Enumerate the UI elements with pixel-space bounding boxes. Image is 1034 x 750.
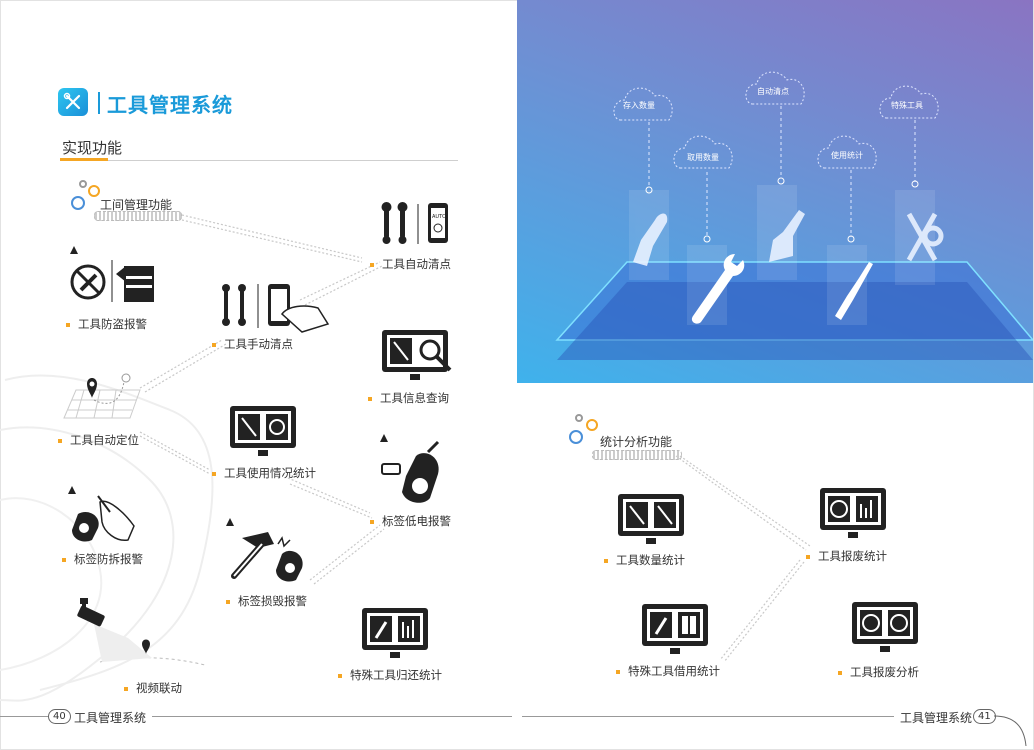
camera-icon: [77, 598, 152, 662]
item-info-query: 工具信息查询: [368, 390, 449, 406]
monitor-stats-icon: [230, 406, 296, 456]
stats-head-dots: [592, 450, 682, 460]
cloud-stored-count: 存入数量: [623, 101, 655, 110]
footer-line-left-start: [0, 716, 48, 717]
item-return-stats: 特殊工具归还统计: [338, 667, 442, 683]
footer-line-left: [152, 716, 512, 717]
footer-title-right: 工具管理系统: [900, 711, 973, 725]
map-pin-icon: [63, 373, 141, 419]
stats-item-scrap-analysis: 工具报废分析: [838, 664, 919, 680]
monitor-search-icon: [382, 330, 452, 380]
stats-item-borrow: 特殊工具借用统计: [616, 663, 720, 679]
footer-title-left: 工具管理系统: [74, 711, 147, 725]
section-title: 实现功能: [62, 139, 123, 157]
item-manual-count: 工具手动清点: [212, 336, 293, 352]
func-head-workshop: 工间管理功能: [100, 198, 173, 212]
monitor-scrap-stats-icon: [820, 488, 886, 538]
brush-icon: [769, 210, 805, 262]
cloud-usage-stats: 使用统计: [831, 151, 863, 160]
scissors-icon: [906, 212, 944, 262]
knife-icon: [633, 213, 668, 266]
func-head-dots: [94, 211, 182, 221]
monitor-return-icon: [362, 608, 428, 658]
item-video-link: 视频联动: [124, 680, 182, 696]
logo-icon: [58, 88, 88, 116]
monitor-borrow-icon: [642, 604, 708, 654]
screwdriver-icon: [835, 262, 873, 320]
cloud-special-tools: 特殊工具: [891, 101, 923, 110]
stats-gears-icon: [569, 414, 598, 444]
title-divider: [98, 92, 100, 114]
item-auto-locate: 工具自动定位: [58, 432, 139, 448]
item-auto-count: 工具自动清点: [370, 256, 451, 272]
gears-icon: [71, 180, 100, 210]
item-anti-theft: 工具防盗报警: [66, 316, 147, 332]
hero-scene: [555, 71, 1033, 360]
footer-curve: [994, 715, 1027, 747]
monitor-scrap-analysis-icon: [852, 602, 918, 652]
connector-lines: [99, 214, 385, 666]
hero-illustration: 存入数量 自动清点 特殊工具 取用数量 使用统计: [517, 0, 1033, 383]
item-damage-alarm: 标签损毁报警: [226, 593, 307, 609]
page-number-right: 41: [973, 709, 996, 724]
page-number-left: 40: [48, 709, 71, 724]
item-usage-stats: 工具使用情况统计: [212, 465, 316, 481]
cloud-taken-count: 取用数量: [687, 153, 719, 162]
manual-count-icon: [222, 284, 330, 333]
stats-item-scrap: 工具报废统计: [806, 548, 887, 564]
wrench-icon: [691, 254, 745, 324]
cloud-auto-count: 自动清点: [757, 87, 789, 96]
footer-line-right: [522, 716, 894, 717]
hammer-tag-icon: [226, 518, 303, 582]
tag-battery-icon: [380, 434, 440, 503]
wrench-phone-icon: AUTO: [381, 202, 448, 244]
section-line: [108, 160, 458, 161]
page-title: 工具管理系统: [107, 93, 233, 117]
stats-item-count: 工具数量统计: [604, 552, 685, 568]
svg-text:AUTO: AUTO: [432, 214, 446, 220]
item-tamper-alarm: 标签防拆报警: [62, 551, 143, 567]
func-head-stats: 统计分析功能: [600, 435, 673, 449]
tag-tamper-icon: [68, 486, 135, 542]
monitor-count-icon: [618, 494, 684, 544]
item-low-battery: 标签低电报警: [370, 513, 451, 529]
section-underline: [60, 158, 108, 161]
anti-theft-icon: [70, 246, 154, 302]
